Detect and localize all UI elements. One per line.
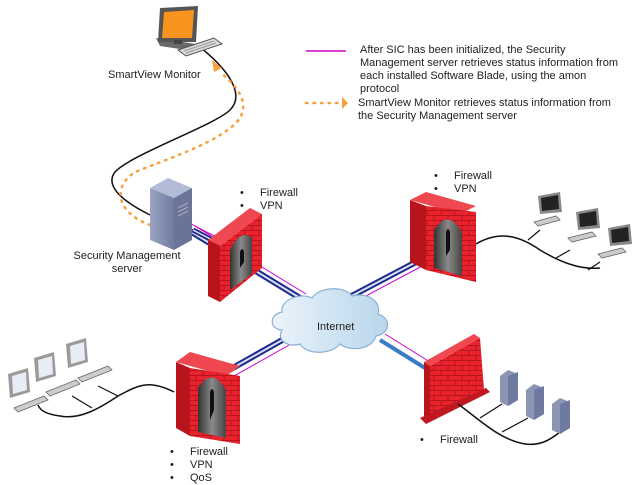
monitor-retrieve-arrow [119,70,245,227]
workstation-tr-2 [567,208,600,243]
management-server-label: Security Management server [72,250,182,276]
blade-item: Firewall [238,187,298,200]
blade-item: VPN [238,200,298,213]
server-br-2 [526,384,544,420]
lan-bottom-left [37,384,175,418]
workstation-bl-2 [34,352,81,397]
smartview-monitor-workstation [156,6,224,57]
blades-top-right: Firewall VPN [432,170,492,196]
blade-item: Firewall [418,434,478,447]
blade-item: VPN [168,459,228,472]
legend-sic-text: After SIC has been initialized, the Secu… [360,44,618,95]
gateway-bottom-left-icon [176,352,240,444]
legend-monitor-text: SmartView Monitor retrieves status infor… [358,97,611,122]
blade-item: Firewall [168,446,228,459]
blade-item: Firewall [432,170,492,183]
gateway-top-right-icon [410,192,476,282]
gateway-bottom-right-icon [420,334,490,424]
workstation-tr-3 [597,224,632,259]
workstation-bl-1 [8,368,49,413]
lan-bottom-right [457,403,561,446]
internet-label: Internet [317,321,355,333]
lan-top-right [475,229,601,271]
blade-item: VPN [432,183,492,196]
gateway-top-left-icon [208,208,262,302]
blades-bottom-left: Firewall VPN QoS [168,446,228,485]
smartview-monitor-label: SmartView Monitor [108,69,201,81]
arrowhead-icon [212,60,222,72]
management-server-label-line1: Security Management [73,250,181,262]
internet-cloud [271,288,389,353]
workstation-bl-3 [66,338,113,383]
link-bottom-right [378,333,431,370]
blade-item: QoS [168,472,228,485]
management-server-icon [150,178,192,250]
monitor-cable [111,43,237,216]
server-br-3 [552,398,570,434]
management-server-label-line2: server [111,263,143,275]
blades-bottom-right: Firewall [418,434,478,447]
workstation-tr-1 [533,192,562,227]
server-br-1 [500,370,518,406]
legend-monitor-arrow-swatch [304,97,348,109]
blades-top-left: Firewall VPN [238,187,298,213]
